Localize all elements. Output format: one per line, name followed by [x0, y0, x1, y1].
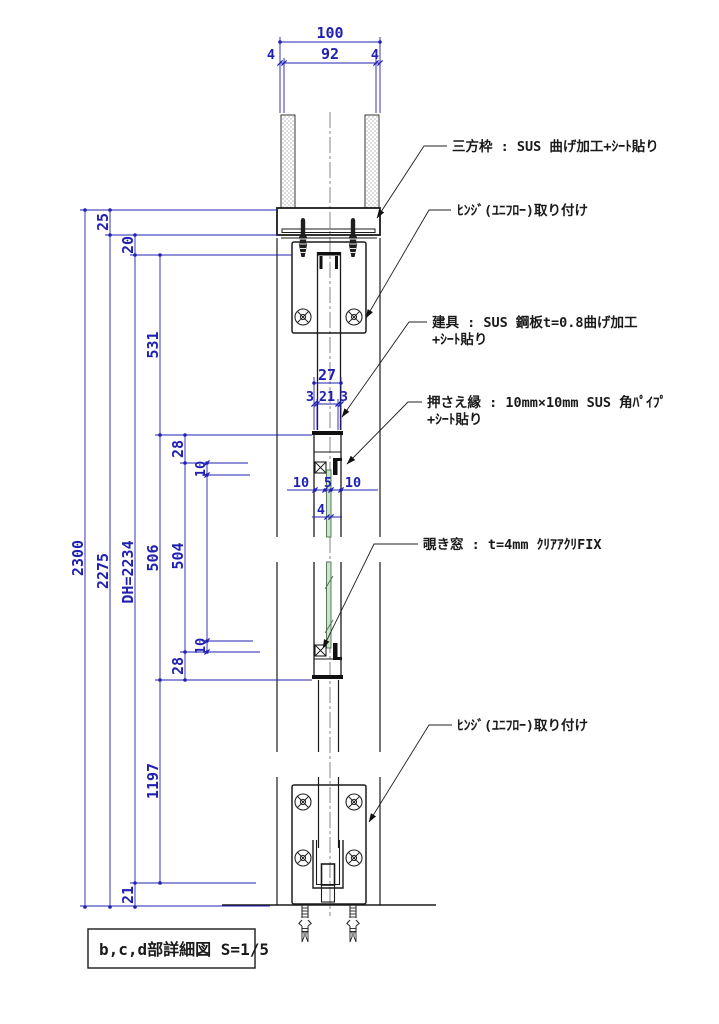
dim-door-height: DH=2234 [119, 540, 137, 603]
screw-icon [294, 793, 312, 811]
dim-core: 21 [319, 389, 335, 405]
dim-bead-right: 10 [345, 475, 361, 491]
screw-icon [294, 849, 312, 867]
screw-icon [345, 308, 363, 326]
annotation-hinge-top: ﾋﾝｼﾞ(ﾕﾆﾌﾛｰ)取り付け [457, 202, 588, 219]
dim-edge-right: 4 [371, 47, 379, 63]
dim-lower-panel: 1197 [144, 763, 162, 799]
head-frame [276, 207, 381, 239]
dim-window-opening: 506 [144, 544, 162, 571]
annotation-frame: 三方枠 : SUS 曲げ加工+ｼｰﾄ貼り [452, 138, 659, 155]
drawing-title: b,c,d部詳細図 S=1/5 [99, 940, 269, 959]
annotation-bead-line2: +ｼｰﾄ貼り [427, 411, 482, 428]
annotation-bead-line1: 押さえ縁 : 10mm×10mm SUS 角ﾊﾟｲﾌﾟ [427, 394, 666, 411]
title-block: b,c,d部詳細図 S=1/5 [87, 928, 269, 969]
frame-jambs [276, 238, 381, 905]
top-hinge [291, 241, 367, 430]
dim-bead-top: 28 [169, 440, 187, 458]
dim-bead-bottom: 28 [169, 657, 187, 675]
dim-glass-height: 504 [169, 542, 187, 569]
dimension-lines [80, 37, 384, 909]
dim-inset-bottom: 10 [193, 638, 209, 654]
annotation-door-line2: +ｼｰﾄ貼り [432, 331, 487, 348]
dim-bottom-clearance: 21 [119, 886, 137, 904]
dim-glass-thickness: 4 [317, 502, 325, 518]
dim-top-clearance: 25 [94, 213, 112, 231]
dim-width-overall: 100 [316, 24, 343, 42]
vision-window-glass [324, 469, 334, 649]
dim-width-inner: 92 [321, 45, 339, 63]
dim-upper-panel: 531 [144, 331, 162, 358]
annotation-hinge-bottom: ﾋﾝｼﾞ(ﾕﾆﾌﾛｰ)取り付け [457, 717, 588, 734]
floor-anchor-bolts [298, 904, 360, 943]
annotation-door-line1: 建具 : SUS 鋼板t=0.8曲げ加工 [431, 314, 638, 331]
dim-total-height: 2300 [69, 540, 87, 576]
dim-skin-right: 3 [340, 389, 348, 405]
wall-posts [280, 114, 380, 209]
dim-skin-left: 3 [306, 389, 314, 405]
screw-icon [345, 849, 363, 867]
dim-inset-top: 10 [193, 461, 209, 477]
leader-lines [322, 145, 452, 823]
dim-door-thickness: 27 [318, 366, 336, 384]
glazing-bead-bottom [314, 643, 342, 660]
dim-bead-left: 10 [293, 475, 309, 491]
screw-icon [294, 308, 312, 326]
glazing-bead-top [314, 458, 342, 475]
dim-head: 20 [119, 236, 137, 254]
annotation-window: 覗き窓 : t=4mm ｸﾘｱｱｸﾘFIX [423, 536, 602, 553]
door-leaf-lower [317, 680, 340, 848]
dim-gap: 5 [324, 475, 332, 491]
dim-edge-left: 4 [267, 47, 275, 63]
dim-frame-height: 2275 [94, 553, 112, 589]
screw-icon [345, 793, 363, 811]
bottom-hinge [291, 784, 367, 905]
